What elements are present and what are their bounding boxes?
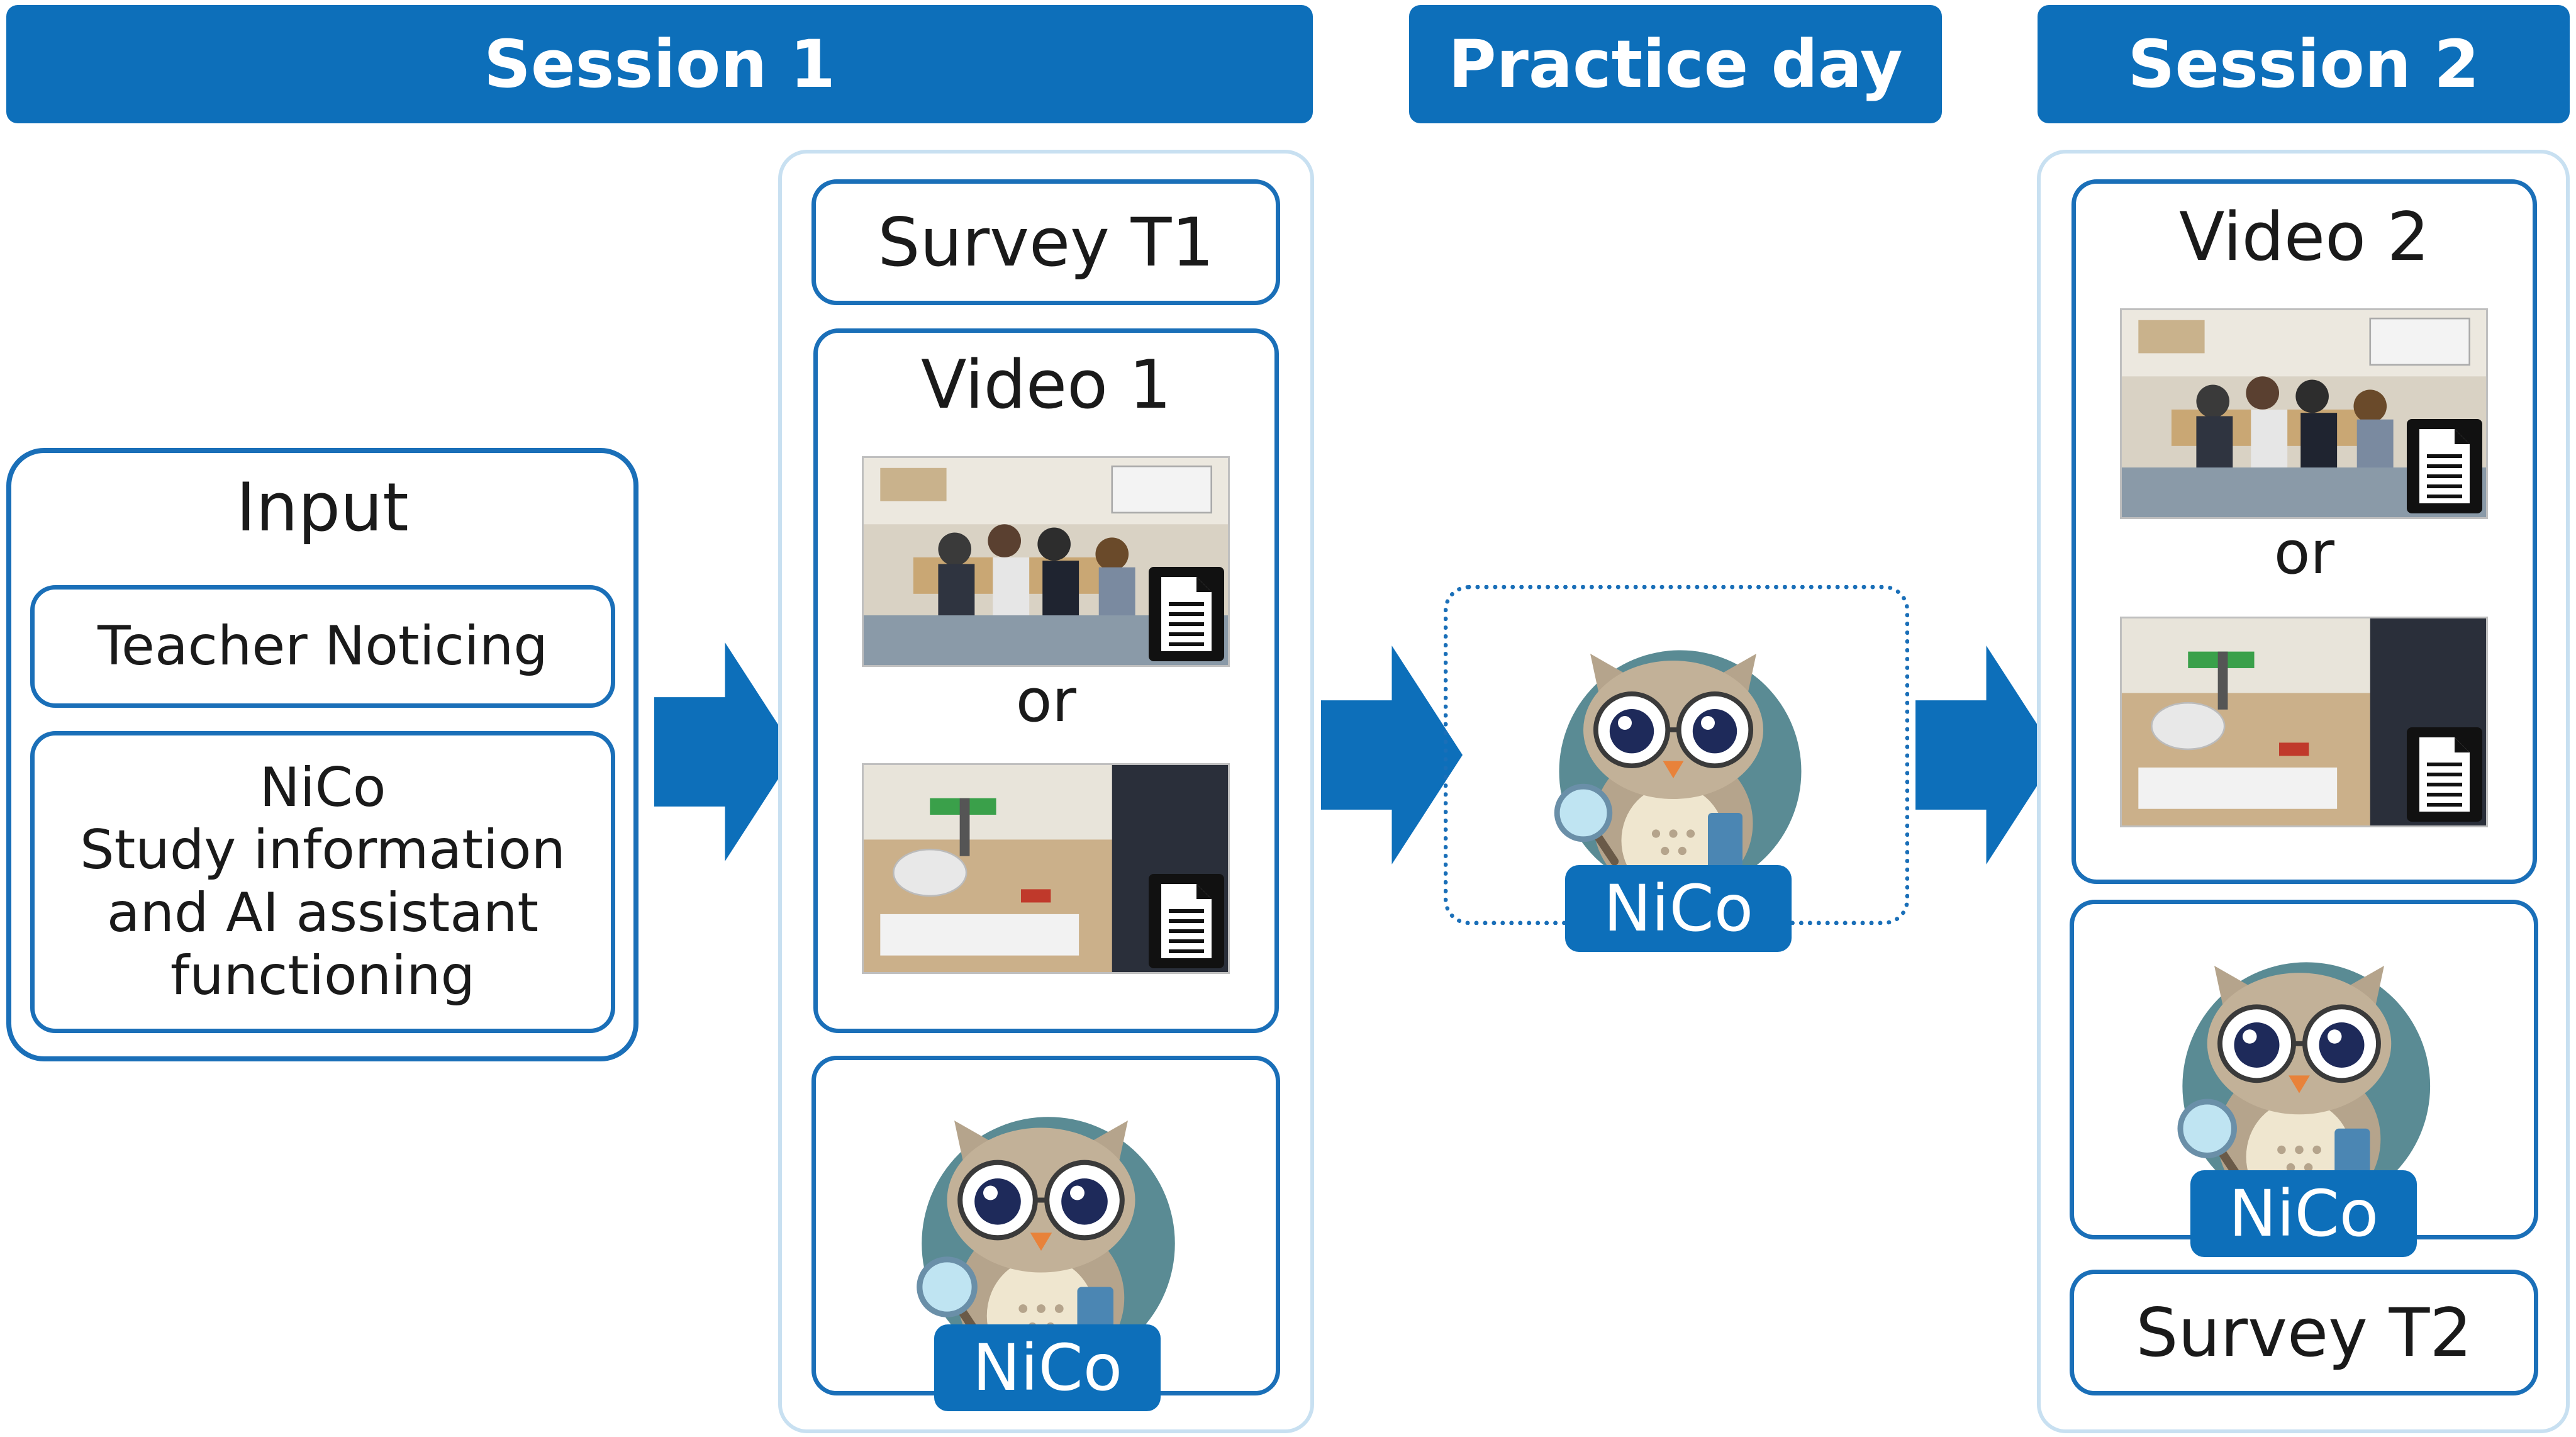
session2-header-label: Session 2 bbox=[2127, 26, 2480, 103]
arrow-input-to-session1 bbox=[654, 642, 796, 862]
input-title: Input bbox=[236, 469, 409, 546]
video2-classroom-thumbnail bbox=[2120, 308, 2488, 519]
session1-nico-badge: NiCo bbox=[934, 1324, 1161, 1411]
practice-nico-badge: NiCo bbox=[1565, 865, 1792, 952]
session1-header: Session 1 bbox=[6, 5, 1313, 123]
survey-t2-label: Survey T2 bbox=[2136, 1294, 2472, 1372]
session2-header: Session 2 bbox=[2038, 5, 2570, 123]
survey-t1-label: Survey T1 bbox=[878, 203, 1214, 281]
video1-classroom-thumbnail bbox=[862, 456, 1230, 667]
session1-header-label: Session 1 bbox=[484, 26, 835, 103]
right-arrow-icon bbox=[654, 642, 796, 862]
document-icon bbox=[2407, 419, 2482, 513]
nico-info-box: NiCo Study information and AI assistant … bbox=[30, 731, 615, 1033]
teacher-noticing-label: Teacher Noticing bbox=[98, 614, 548, 678]
teacher-noticing-box: Teacher Noticing bbox=[30, 585, 615, 708]
nico-info-line2: Study information bbox=[80, 819, 566, 882]
practice-day-header: Practice day bbox=[1409, 5, 1942, 123]
right-arrow-icon bbox=[1915, 645, 2057, 865]
nico-info-line3: and AI assistant bbox=[106, 881, 539, 944]
owl-mascot-icon bbox=[1519, 626, 1827, 903]
document-icon bbox=[2407, 727, 2482, 822]
survey-t2-box: Survey T2 bbox=[2070, 1270, 2538, 1395]
nico-info-line1: NiCo bbox=[259, 756, 386, 819]
video1-or-label: or bbox=[1015, 667, 1077, 735]
arrow-session1-to-practice bbox=[1321, 645, 1463, 865]
arrow-practice-to-session2 bbox=[1915, 645, 2057, 865]
video2-title: Video 2 bbox=[2178, 198, 2430, 276]
video1-title: Video 1 bbox=[920, 346, 1172, 423]
practice-day-header-label: Practice day bbox=[1448, 26, 1903, 103]
video1-experiment-thumbnail bbox=[862, 763, 1230, 974]
session2-nico-badge: NiCo bbox=[2190, 1170, 2417, 1257]
nico-info-line4: functioning bbox=[170, 944, 476, 1007]
survey-t1-box: Survey T1 bbox=[811, 179, 1280, 305]
video2-experiment-thumbnail bbox=[2120, 617, 2488, 827]
video2-or-label: or bbox=[2273, 519, 2335, 588]
document-icon bbox=[1149, 874, 1224, 968]
right-arrow-icon bbox=[1321, 645, 1463, 865]
document-icon bbox=[1149, 567, 1224, 661]
